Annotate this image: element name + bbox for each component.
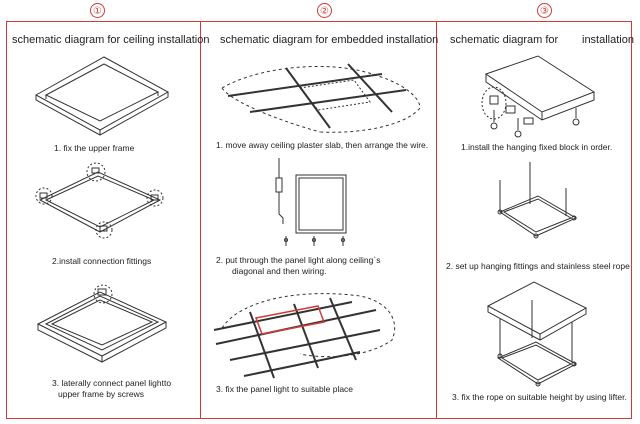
column-1-title: schematic diagram for ceiling installati… bbox=[12, 34, 210, 46]
column-3-title-right: installation bbox=[582, 34, 634, 46]
column-divider-1 bbox=[200, 21, 201, 419]
column-3-title-left: schematic diagram for bbox=[450, 34, 559, 46]
column-2-step-1-caption: 1. move away ceiling plaster slab, then … bbox=[216, 140, 429, 150]
column-2-step-2-caption-line-2: diagonal and then wiring. bbox=[232, 266, 327, 276]
step-number-badge-1: ① bbox=[90, 3, 105, 18]
column-1-step-3-caption-line-2: upper frame by screws bbox=[58, 389, 144, 399]
column-2-step-2-caption-line-1: 2. put through the panel light along cei… bbox=[216, 255, 381, 265]
column-1-step-3-caption-line-1: 3. laterally connect panel lightto bbox=[52, 378, 172, 388]
connection-fittings-illustration bbox=[36, 163, 163, 238]
column-1-step-2-caption: 2.install connection fittings bbox=[52, 256, 152, 266]
column-1-step-1-caption: 1. fix the upper frame bbox=[54, 143, 135, 153]
panel-to-frame-illustration bbox=[38, 285, 166, 362]
hanging-block-panel-illustration bbox=[482, 56, 594, 137]
rope-height-illustration bbox=[488, 282, 586, 386]
step-number-badge-2: ② bbox=[317, 3, 332, 18]
column-2-step-3-caption: 3. fix the panel light to suitable place bbox=[216, 384, 354, 394]
step-number-badge-3: ③ bbox=[537, 3, 552, 18]
column-divider-2 bbox=[436, 21, 437, 419]
ceiling-grid-illustration bbox=[222, 64, 420, 132]
hanging-fittings-illustration bbox=[498, 162, 576, 238]
column-3-step-2-caption: 2. set up hanging fittings and stainless… bbox=[446, 261, 630, 271]
column-3-step-3-caption: 3. fix the rope on suitable height by us… bbox=[452, 392, 627, 402]
column-3-step-1-caption: 1.install the hanging fixed block in ord… bbox=[461, 142, 613, 152]
grid-with-panel-illustration bbox=[214, 294, 395, 378]
column-2-title: schematic diagram for embedded installat… bbox=[220, 34, 439, 46]
outer-frame bbox=[6, 21, 632, 419]
panel-wire-illustration bbox=[276, 158, 346, 246]
upper-frame-illustration bbox=[36, 57, 168, 135]
